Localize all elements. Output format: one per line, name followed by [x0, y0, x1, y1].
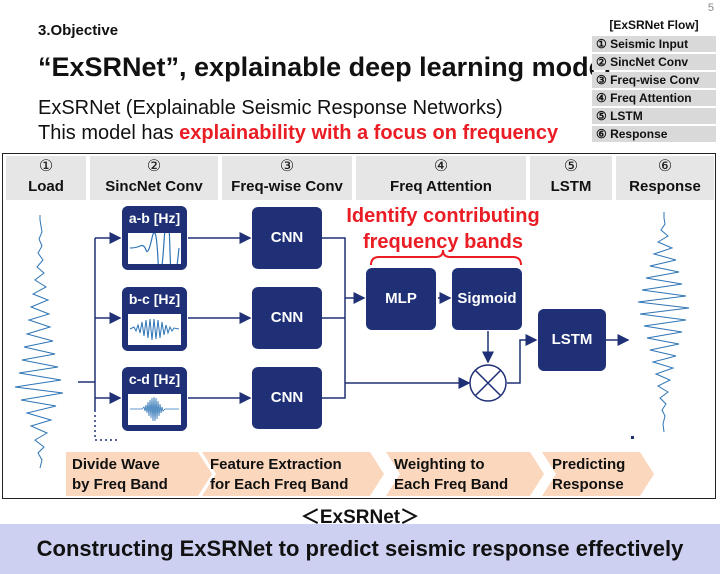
column-label: Freq-wise Conv	[231, 178, 343, 195]
step-arrow	[66, 452, 212, 496]
sinc-wavelet-icon	[128, 233, 181, 264]
identify-line: Identify contributing	[346, 205, 540, 227]
output-response-wave	[637, 212, 690, 433]
identify-line: frequency bands	[362, 231, 524, 253]
cnn-block-1: CNN	[252, 207, 322, 269]
column-attention: ④ Freq Attention	[356, 156, 526, 200]
flow-item: ③ Freq-wise Conv	[592, 72, 716, 88]
column-number: ⑥	[657, 158, 673, 175]
sinc-filter-bc: b-c [Hz]	[122, 287, 187, 351]
subtitle-line-2: This model has explainability with a foc…	[38, 122, 558, 145]
output-dot	[631, 436, 634, 439]
lstm-block: LSTM	[538, 309, 606, 371]
sinc-filter-label: a-b [Hz]	[128, 210, 181, 226]
page-number: 5	[707, 2, 714, 14]
step-line: Feature Extraction	[210, 456, 342, 473]
cnn-block-3: CNN	[252, 367, 322, 429]
sinc-filter-ab: a-b [Hz]	[122, 206, 187, 270]
flow-legend: [ExSRNet Flow] ① Seismic Input ② SincNet…	[592, 18, 716, 142]
step-arrow	[386, 452, 544, 496]
sinc-wavelet-icon	[128, 394, 181, 425]
step-arrow	[202, 452, 384, 496]
column-number: ④	[433, 158, 449, 175]
flow-item: ④ Freq Attention	[592, 90, 716, 106]
sinc-wavelet-icon	[128, 314, 181, 345]
cnn-block-2: CNN	[252, 287, 322, 349]
step-line: for Each Freq Band	[210, 476, 349, 493]
step-arrow	[542, 452, 654, 496]
flow-item: ⑤ LSTM	[592, 108, 716, 124]
architecture-diagram	[2, 153, 716, 499]
bottom-banner: Constructing ExSRNet to predict seismic …	[0, 524, 720, 574]
sigmoid-block: Sigmoid	[452, 268, 522, 330]
column-number: ①	[38, 158, 54, 175]
column-number: ⑤	[563, 158, 579, 175]
section-heading: 3.Objective	[38, 22, 119, 39]
step-line: Divide Wave	[72, 456, 160, 473]
column-label: SincNet Conv	[105, 178, 203, 195]
flow-item: ⑥ Response	[592, 126, 716, 142]
flow-legend-header: [ExSRNet Flow]	[609, 18, 699, 32]
sinc-filter-label: c-d [Hz]	[128, 371, 181, 387]
identify-bracket	[370, 249, 522, 266]
subtitle-highlight: explainability with a focus on frequency	[179, 122, 559, 144]
step-line: Each Freq Band	[394, 476, 509, 493]
step-line: Predicting	[552, 456, 626, 473]
multiply-node	[469, 364, 507, 402]
column-response: ⑥ Response	[616, 156, 714, 200]
flow-item: ① Seismic Input	[592, 36, 716, 52]
step-line: by Freq Band	[72, 476, 168, 493]
input-seismic-wave	[14, 215, 64, 469]
sinc-filter-cd: c-d [Hz]	[122, 367, 187, 431]
identify-label: Identify contributing frequency bands	[330, 203, 556, 255]
column-number: ②	[146, 158, 162, 175]
column-sincnet: ② SincNet Conv	[90, 156, 218, 200]
column-load: ① Load	[6, 156, 86, 200]
column-label: Response	[629, 178, 701, 195]
column-label: LSTM	[550, 178, 592, 195]
sinc-filter-label: b-c [Hz]	[128, 291, 181, 307]
column-label: Freq Attention	[390, 178, 492, 195]
step-line: Weighting to	[394, 456, 485, 473]
step-divide: Divide Wave by Freq Band	[72, 455, 168, 495]
page-title: “ExSRNet”, explainable deep learning mod…	[38, 52, 612, 82]
flow-item: ② SincNet Conv	[592, 54, 716, 70]
diagram-caption: ＜ExSRNet＞	[300, 507, 420, 528]
subtitle-line-1: ExSRNet (Explainable Seismic Response Ne…	[38, 97, 503, 119]
mlp-block: MLP	[366, 268, 436, 330]
column-number: ③	[279, 158, 295, 175]
column-label: Load	[28, 178, 64, 195]
subtitle-prefix: This model has	[38, 122, 180, 144]
column-lstm: ⑤ LSTM	[530, 156, 612, 200]
step-weighting: Weighting to Each Freq Band	[394, 455, 508, 495]
step-line: Response	[552, 476, 624, 493]
step-feature: Feature Extraction for Each Freq Band	[210, 455, 348, 495]
column-freqwise: ③ Freq-wise Conv	[222, 156, 352, 200]
